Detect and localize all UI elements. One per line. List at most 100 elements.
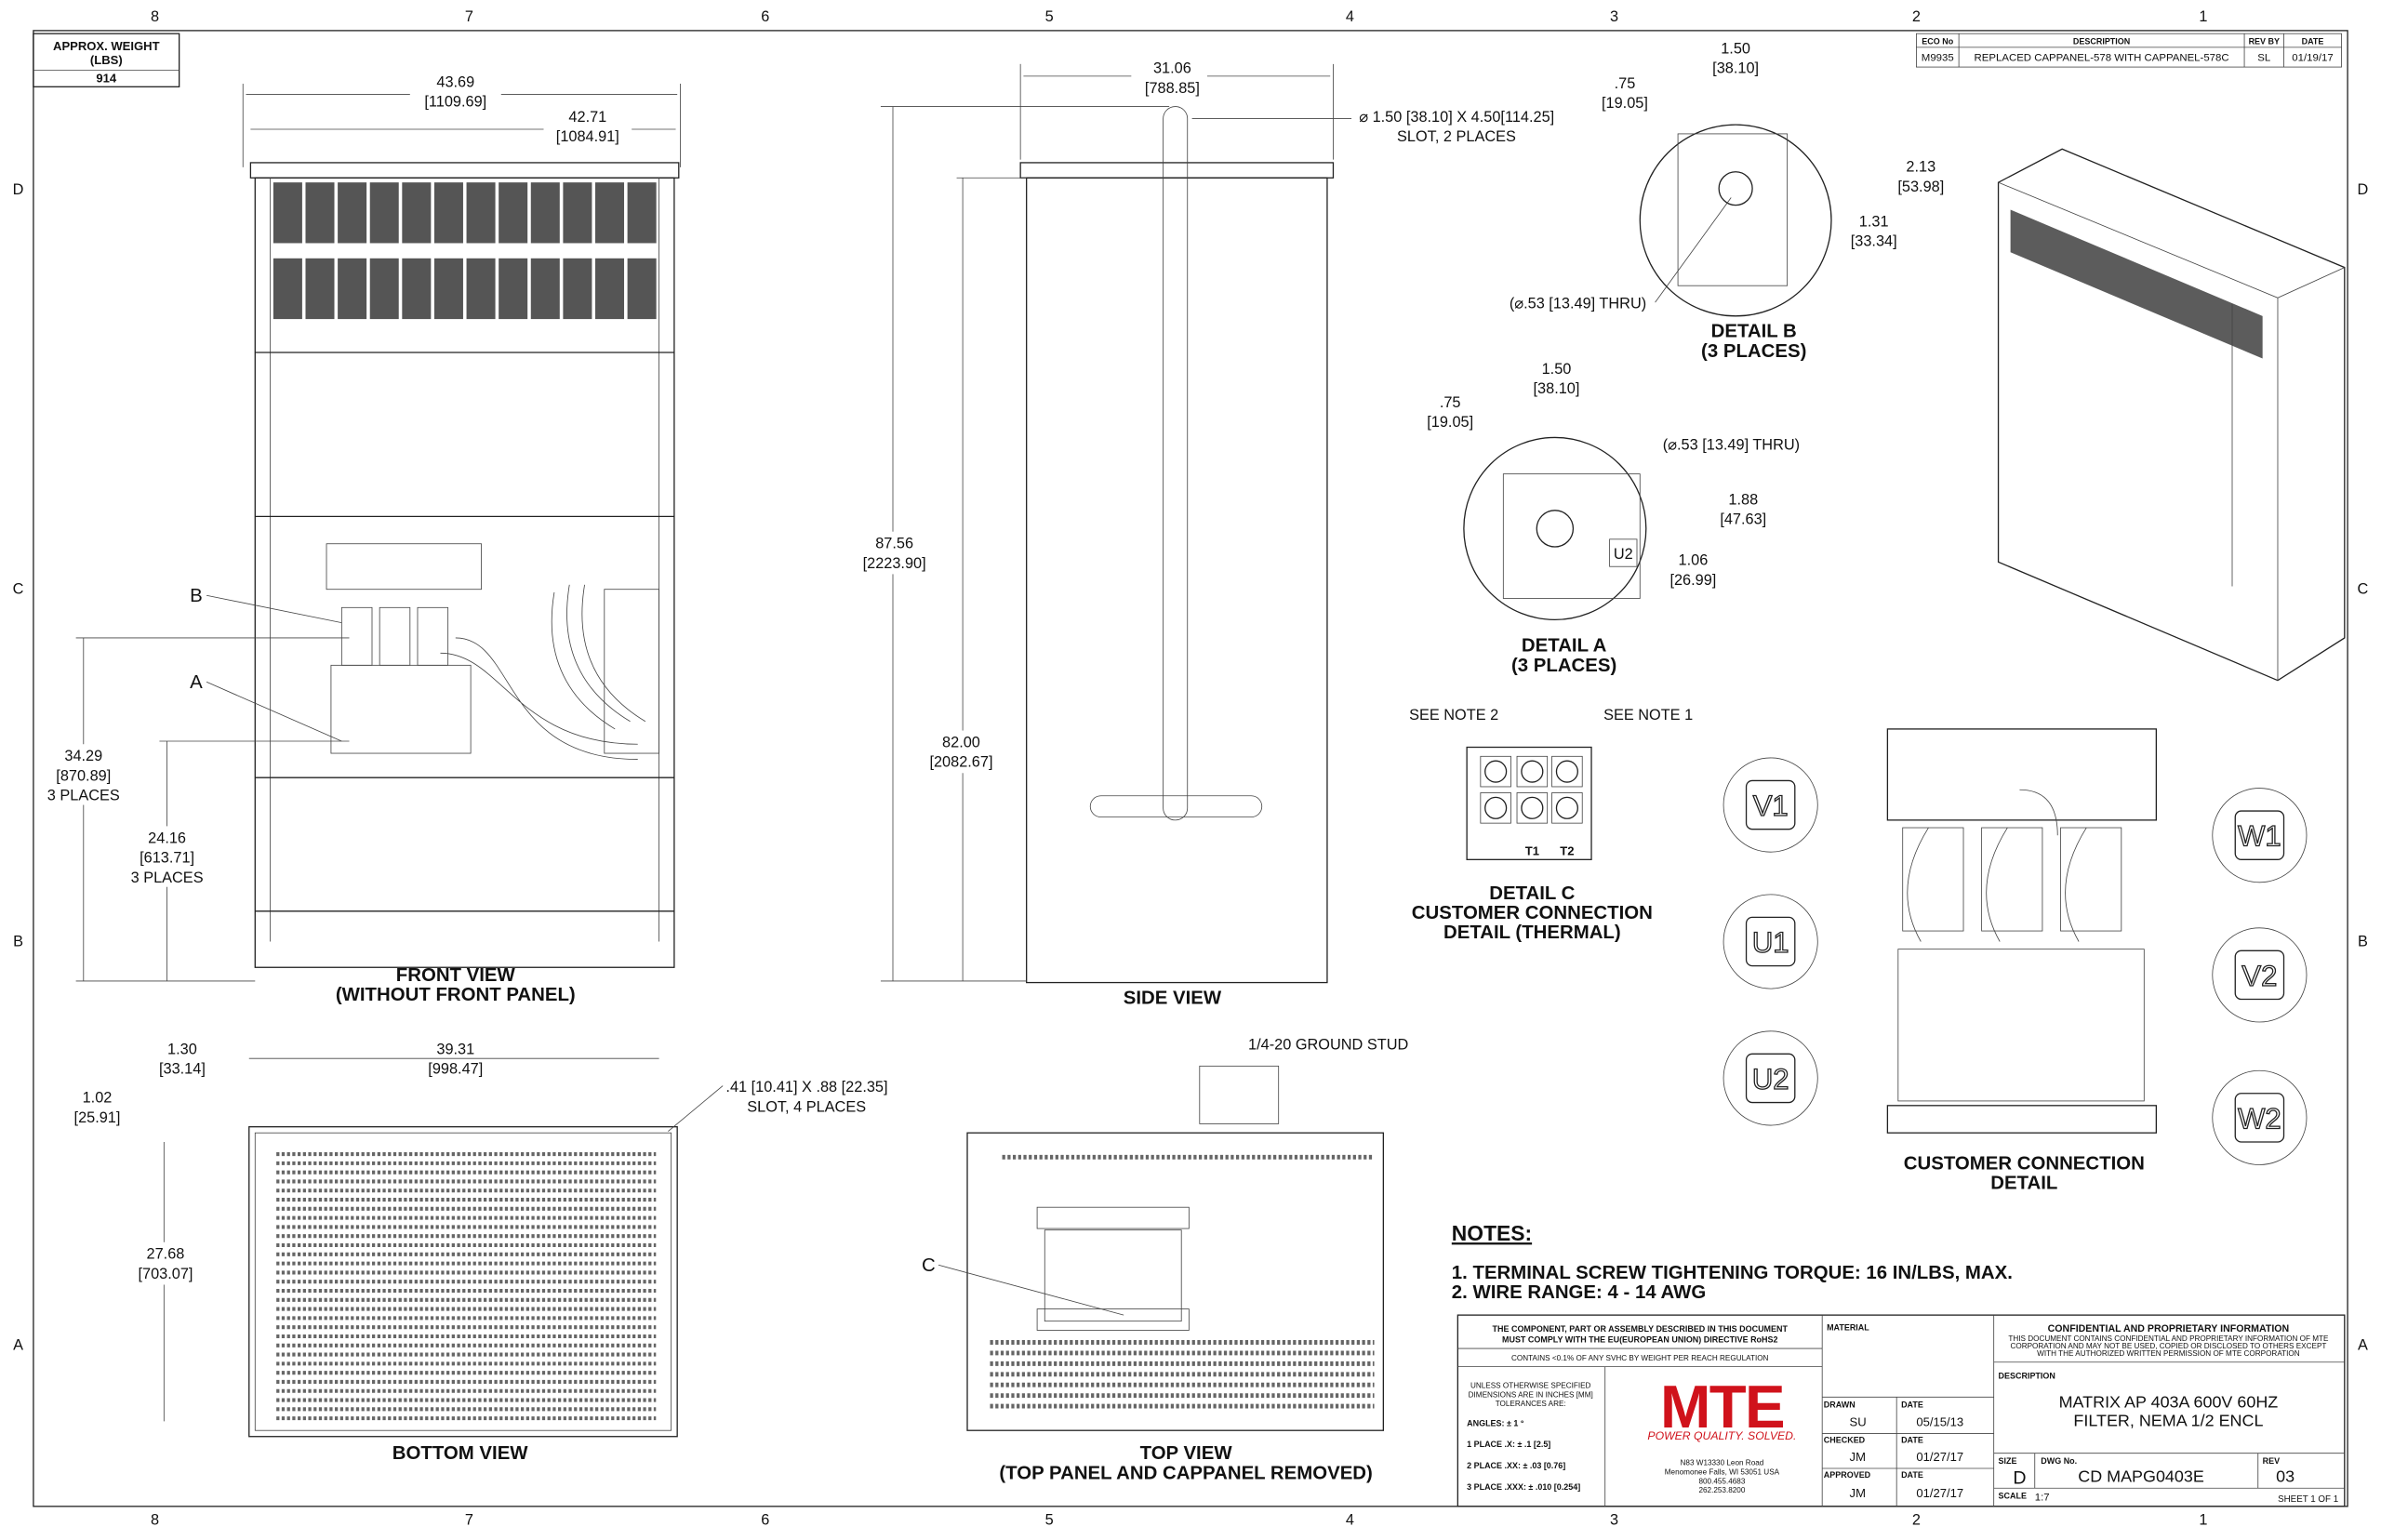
dim-bottom-c-mm: [25.91] xyxy=(74,1109,121,1126)
terminal-t2: T2 xyxy=(1560,843,1574,857)
zone-col-6: 6 xyxy=(761,1511,769,1528)
checked-date: 01/27/17 xyxy=(1916,1450,1963,1464)
callout-b: B xyxy=(190,586,203,606)
zone-row-A: A xyxy=(13,1337,23,1354)
mte-logo: MTE xyxy=(1660,1373,1784,1440)
terminal-callout-v1 xyxy=(1723,757,1818,853)
dim-a-a-mm: [19.05] xyxy=(1427,414,1473,431)
tol-3-place: 3 PLACE .XXX: ± .010 [0.254] xyxy=(1467,1482,1580,1492)
vent-grille xyxy=(273,182,302,244)
zone-row-C: C xyxy=(13,581,24,598)
zone-col-8: 8 xyxy=(151,1511,159,1528)
dim-bottom-h: 27.68 xyxy=(147,1246,185,1263)
rev-value: 03 xyxy=(2276,1467,2295,1486)
weight-unit: (LBS) xyxy=(90,53,123,67)
zone-col-3: 3 xyxy=(1610,1511,1618,1528)
dim-b-c: 2.13 xyxy=(1906,159,1935,176)
terminal-block xyxy=(1480,755,1511,788)
detail-c-title-3: DETAIL (THERMAL) xyxy=(1443,923,1621,943)
bottom-slot-note: .41 [10.41] X .88 [22.35] xyxy=(725,1079,887,1095)
detail-b-title: DETAIL B xyxy=(1711,322,1797,342)
callout-c: C xyxy=(922,1255,936,1276)
dim-front-h1-places: 3 PLACES xyxy=(47,788,120,804)
detail-a-tag: U2 xyxy=(1614,546,1633,563)
weight-box: APPROX. WEIGHT (LBS) 914 xyxy=(33,33,180,87)
zone-row-B: B xyxy=(2358,933,2368,949)
approved-label: APPROVED xyxy=(1824,1470,1871,1480)
tol-line-1: UNLESS OTHERWISE SPECIFIED xyxy=(1470,1381,1591,1389)
front-view: 43.69 [1109.69] 42.71 [1084.91] 34.29 [8… xyxy=(42,71,681,1005)
weight-value: 914 xyxy=(96,71,117,85)
drawn-by: SU xyxy=(1850,1414,1867,1428)
approved-date-label: DATE xyxy=(1901,1470,1923,1480)
rohs-line-2: MUST COMPLY WITH THE EU(EUROPEAN UNION) … xyxy=(1502,1335,1778,1345)
vent-grille xyxy=(305,182,335,244)
dim-bottom-a: 1.30 xyxy=(167,1041,197,1057)
side-view-title: SIDE VIEW xyxy=(1124,988,1222,1008)
detail-a-hole: (⌀.53 [13.49] THRU) xyxy=(1663,437,1800,454)
terminal-callout-u1 xyxy=(1723,894,1818,989)
vent-grille xyxy=(563,258,592,320)
vent-grille xyxy=(369,258,399,320)
dim-a-a: .75 xyxy=(1440,394,1461,411)
confidential-3: WITH THE AUTHORIZED WRITTEN PERMISSION O… xyxy=(2037,1349,2300,1358)
vent-grille xyxy=(530,182,560,244)
dim-bottom-h-mm: [703.07] xyxy=(138,1266,193,1282)
bottom-view-title: BOTTOM VIEW xyxy=(392,1443,529,1464)
vent-grille xyxy=(273,258,302,320)
zone-col-5: 5 xyxy=(1045,8,1054,25)
vent-grille xyxy=(563,182,592,244)
material-label: MATERIAL xyxy=(1827,1322,1869,1332)
description-line-2: FILTER, NEMA 1/2 ENCL xyxy=(2073,1411,2263,1429)
terminal-screw-icon xyxy=(1555,760,1578,783)
terminal-screw-icon xyxy=(1521,796,1544,819)
vent-grille xyxy=(338,182,367,244)
terminal-block xyxy=(1516,755,1549,788)
size-label: SIZE xyxy=(1999,1456,2017,1466)
dim-front-inner: 42.71 xyxy=(568,109,606,126)
dim-b-c-mm: [53.98] xyxy=(1897,179,1944,195)
weight-label: APPROX. WEIGHT xyxy=(53,39,160,53)
notes: NOTES: 1. TERMINAL SCREW TIGHTENING TORQ… xyxy=(1452,1221,2013,1303)
terminal-tag-w2 xyxy=(2234,1093,2285,1143)
description-line-1: MATRIX AP 403A 600V 60HZ xyxy=(2059,1393,2279,1412)
terminal-tag-u1 xyxy=(1745,916,1796,967)
terminal-t1: T1 xyxy=(1525,843,1539,857)
revision-block: ECO No DESCRIPTION REV BY DATE M9935 REP… xyxy=(1916,33,2342,68)
phone-1: 800.455.4683 xyxy=(1698,1477,1745,1485)
dim-b-e: 1.31 xyxy=(1859,214,1889,231)
zone-row-D: D xyxy=(2358,181,2369,198)
dim-side-h2: 82.00 xyxy=(942,735,980,751)
terminal-callout-u2 xyxy=(1723,1030,1818,1126)
rev-date: 01/19/17 xyxy=(2292,53,2333,64)
vent-grille xyxy=(433,258,463,320)
tol-angles: ANGLES: ± 1 ° xyxy=(1467,1418,1524,1427)
dim-b-e-mm: [33.34] xyxy=(1851,233,1897,250)
see-note-2: SEE NOTE 2 xyxy=(1409,707,1498,724)
scale-label: SCALE xyxy=(1999,1492,2027,1501)
dim-a-e: 1.06 xyxy=(1679,552,1709,569)
top-view: 1/4-20 GROUND STUD C TOP VIEW (TOP PANEL… xyxy=(922,1036,1408,1483)
dim-a-e-mm: [26.99] xyxy=(1669,572,1716,589)
conn-title-2: DETAIL xyxy=(1990,1174,2057,1194)
dim-a-c-mm: [47.63] xyxy=(1720,511,1766,528)
rev-header-by: REV BY xyxy=(2249,37,2280,46)
vent-grille xyxy=(466,182,496,244)
vent-grille xyxy=(530,258,560,320)
zone-col-7: 7 xyxy=(465,8,473,25)
mte-tagline: POWER QUALITY. SOLVED. xyxy=(1647,1429,1796,1442)
vent-grille xyxy=(466,258,496,320)
zone-row-D: D xyxy=(13,181,24,198)
reach-note: CONTAINS <0.1% OF ANY SVHC BY WEIGHT PER… xyxy=(1511,1354,1769,1362)
rev-header-desc: DESCRIPTION xyxy=(2073,37,2130,46)
rev-header-eco: ECO No xyxy=(1922,37,1953,46)
side-slot-places: SLOT, 2 PLACES xyxy=(1397,128,1516,145)
detail-b: .75 [19.05] 1.50 [38.10] 2.13 [53.98] 1.… xyxy=(1510,40,1944,362)
dwg-number: CD MAPG0403E xyxy=(2078,1467,2204,1486)
front-view-title: FRONT VIEW xyxy=(396,965,516,986)
vent-grille xyxy=(595,182,625,244)
confidential-title: CONFIDENTIAL AND PROPRIETARY INFORMATION xyxy=(2048,1323,2290,1334)
dim-bottom-c: 1.02 xyxy=(83,1090,113,1107)
dim-bottom-a-mm: [33.14] xyxy=(159,1061,206,1078)
